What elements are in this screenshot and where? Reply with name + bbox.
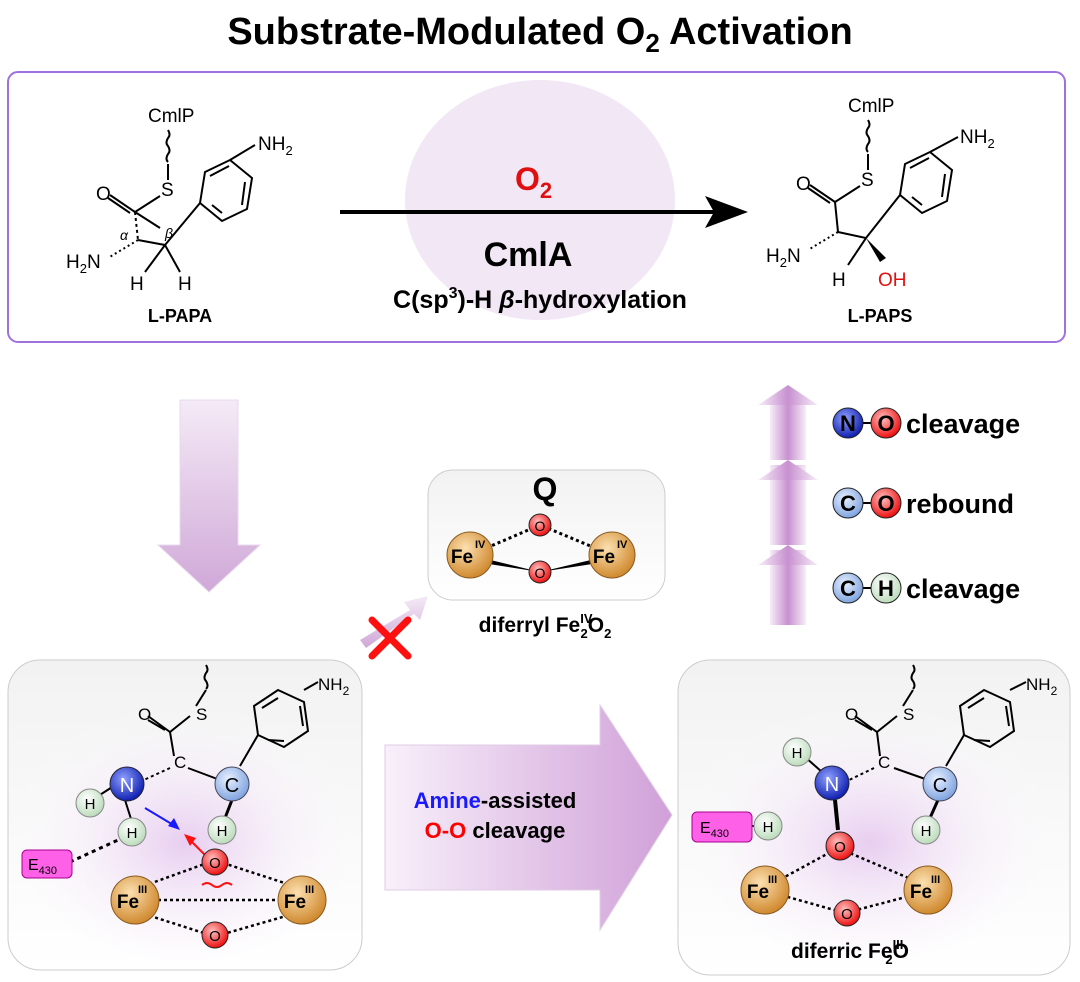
page-title: Substrate-Modulated O2 Activation [227, 11, 852, 58]
svg-text:O: O [877, 491, 894, 516]
svg-text:β: β [164, 225, 173, 241]
step-c-h-cleavage: C H cleavage [832, 572, 1020, 604]
svg-text:O: O [535, 518, 546, 534]
svg-text:E430: E430 [700, 820, 729, 840]
svg-text:rebound: rebound [906, 489, 1014, 519]
svg-text:NH2: NH2 [258, 134, 293, 158]
svg-text:CmlP: CmlP [148, 106, 194, 127]
svg-text:III: III [768, 874, 777, 886]
svg-text:Fe: Fe [593, 547, 615, 568]
svg-text:H: H [878, 576, 894, 601]
svg-text:N: N [840, 411, 856, 436]
step-c-o-rebound: C O rebound [832, 487, 1014, 519]
svg-text:III: III [305, 884, 314, 896]
svg-text:C: C [878, 753, 890, 772]
svg-text:α: α [120, 227, 129, 243]
down-arrow [156, 399, 262, 593]
svg-text:L-PAPA: L-PAPA [148, 306, 212, 326]
svg-text:N: N [120, 775, 134, 797]
reactant-molecule: CmlP S O α β H2N H H NH2 L-PAPA [66, 106, 293, 326]
svg-text:Amine-assisted: Amine-assisted [414, 788, 577, 813]
blocked-arrow [360, 596, 428, 648]
svg-text:H: H [763, 819, 774, 836]
svg-text:Fe: Fe [747, 882, 769, 903]
svg-text:O-O cleavage: O-O cleavage [425, 818, 566, 843]
svg-text:H: H [130, 274, 144, 295]
svg-text:C: C [174, 753, 186, 772]
svg-text:H: H [178, 274, 192, 295]
reaction-arrowhead [705, 196, 748, 228]
svg-text:H: H [921, 823, 932, 840]
svg-text:NH2: NH2 [318, 675, 350, 698]
svg-text:C: C [933, 775, 947, 797]
svg-text:O: O [877, 411, 894, 436]
svg-text:H: H [127, 825, 138, 842]
reaction-type-label: C(sp3)-H β-hydroxylation [393, 285, 687, 314]
svg-text:O: O [209, 928, 221, 945]
right-complex: S O C NH2 C H N H E430 H O O FeIII FeIII… [677, 659, 1071, 976]
svg-text:S: S [161, 180, 174, 201]
left-complex: S O C NH2 C H N H H E430 O O FeIII FeIII [7, 659, 363, 971]
svg-text:O: O [834, 839, 846, 856]
svg-text:H: H [832, 270, 846, 291]
svg-text:Fe: Fe [451, 547, 473, 568]
svg-text:O: O [138, 705, 151, 724]
svg-text:IV: IV [617, 539, 628, 551]
svg-text:N: N [825, 774, 839, 796]
svg-text:C: C [840, 576, 856, 601]
oxidant-label: O2 [515, 161, 552, 203]
svg-text:O: O [209, 855, 221, 872]
step-arrows [758, 385, 818, 625]
svg-text:C: C [225, 775, 239, 797]
svg-text:Fe: Fe [910, 882, 932, 903]
svg-text:Fe: Fe [284, 892, 306, 913]
svg-text:H: H [85, 796, 96, 813]
svg-text:III: III [931, 874, 940, 886]
svg-text:O: O [796, 174, 811, 195]
svg-text:IV: IV [475, 539, 486, 551]
svg-text:O: O [841, 906, 853, 923]
svg-text:L-PAPS: L-PAPS [848, 306, 913, 326]
svg-text:III: III [138, 884, 147, 896]
svg-text:H: H [217, 823, 228, 840]
product-molecule: CmlP S O H2N H OH NH2 L-PAPS [766, 96, 995, 326]
svg-text:NH2: NH2 [960, 127, 995, 151]
svg-text:NH2: NH2 [1026, 675, 1058, 698]
svg-text:C: C [840, 491, 856, 516]
svg-text:S: S [903, 705, 914, 724]
svg-text:cleavage: cleavage [906, 409, 1020, 439]
svg-text:O: O [845, 705, 858, 724]
svg-text:Q: Q [533, 471, 558, 507]
svg-text:O: O [96, 184, 111, 205]
blocked-x-icon [368, 616, 412, 660]
svg-text:cleavage: cleavage [906, 574, 1020, 604]
svg-text:O: O [535, 565, 546, 581]
svg-text:S: S [196, 705, 207, 724]
step-n-o-cleavage: N O cleavage [832, 407, 1020, 439]
svg-text:OH: OH [878, 270, 907, 291]
svg-text:Fe: Fe [117, 892, 139, 913]
svg-text:H: H [792, 745, 803, 762]
svg-text:S: S [861, 170, 874, 191]
svg-text:H2N: H2N [766, 246, 801, 270]
transition-arrow: Amine-assisted O-O cleavage [384, 703, 673, 932]
svg-text:CmlP: CmlP [848, 96, 894, 117]
protein-structure-image [405, 80, 675, 320]
svg-text:H2N: H2N [66, 252, 101, 276]
svg-text:E430: E430 [28, 857, 57, 877]
enzyme-label: CmlA [484, 236, 573, 274]
